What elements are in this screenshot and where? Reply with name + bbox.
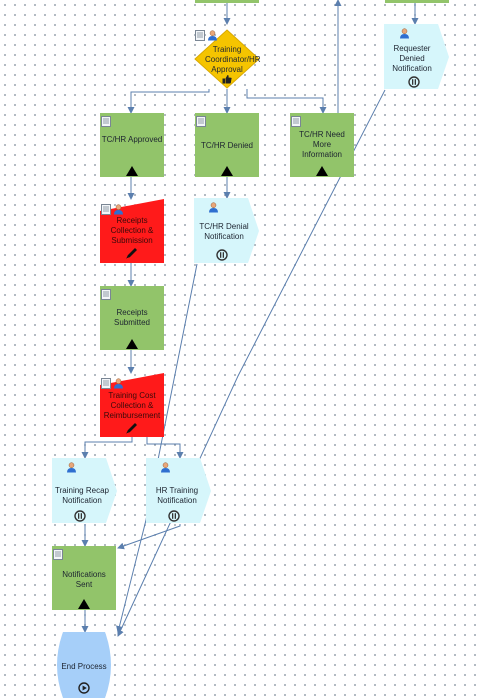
pause-icon <box>168 509 180 527</box>
triangle-icon <box>126 336 138 354</box>
node-label: Training Cost Collection & Reimbursement <box>103 391 161 420</box>
pencil-icon <box>125 246 139 264</box>
connector <box>117 89 386 637</box>
user-icon <box>399 26 410 39</box>
node-receipts-submitted[interactable]: Receipts Submitted <box>100 286 164 350</box>
node-receipts-collection-submission[interactable]: Receipts Collection & Submission <box>100 199 164 263</box>
pencil-icon <box>125 421 139 439</box>
document-icon <box>101 114 111 127</box>
triangle-icon <box>221 163 233 181</box>
document-icon <box>291 114 301 127</box>
document-icon <box>195 28 205 41</box>
play-icon <box>78 681 90 699</box>
user-icon <box>208 200 219 213</box>
node-tc-hr-need-more-information[interactable]: TC/HR Need More Information <box>290 113 354 177</box>
connector <box>246 89 327 114</box>
node-tc-hr-approved[interactable]: TC/HR Approved <box>100 113 164 177</box>
node-label: TC/HR Denial Notification <box>199 222 249 241</box>
node-label: HR Training Notification <box>155 486 199 505</box>
offscreen-event-stub <box>195 0 259 3</box>
user-icon <box>207 28 218 41</box>
node-label: Training Recap Notification <box>55 486 109 505</box>
node-label: Receipts Collection & Submission <box>110 216 154 245</box>
node-label: Notifications Sent <box>62 570 106 589</box>
pause-icon <box>74 509 86 527</box>
document-icon <box>196 114 206 127</box>
user-icon <box>66 460 77 473</box>
node-tc-hr-denied[interactable]: TC/HR Denied <box>195 113 259 177</box>
document-icon <box>101 287 111 300</box>
node-label: End Process <box>61 662 107 671</box>
node-tc-hr-denial-notification[interactable]: TC/HR Denial Notification <box>194 198 260 264</box>
pause-icon <box>408 75 420 93</box>
node-label: Receipts Submitted <box>113 308 151 327</box>
node-label: Requester Denied Notification <box>392 44 432 73</box>
triangle-icon <box>78 596 90 614</box>
user-icon <box>113 202 124 215</box>
thumbs-up-icon <box>222 71 232 89</box>
node-training-recap-notification[interactable]: Training Recap Notification <box>52 458 118 524</box>
user-icon <box>160 460 171 473</box>
node-requester-denied-notification[interactable]: Requester Denied Notification <box>384 24 450 90</box>
document-icon <box>101 202 111 215</box>
node-hr-training-notification[interactable]: HR Training Notification <box>146 458 212 524</box>
node-training-cost-collection-reimbursement[interactable]: Training Cost Collection & Reimbursement <box>100 373 164 437</box>
node-training-coordinator-hr-approval[interactable]: Training Coordinator/HR Approval <box>193 28 261 90</box>
connector <box>127 89 210 114</box>
connector <box>81 437 133 459</box>
pause-icon <box>216 248 228 266</box>
node-label: Training Coordinator/HR Approval <box>205 45 261 74</box>
node-label: TC/HR Denied <box>200 141 253 150</box>
node-notifications-sent[interactable]: Notifications Sent <box>52 546 116 610</box>
triangle-icon <box>126 163 138 181</box>
node-end-process[interactable]: End Process <box>51 632 117 698</box>
offscreen-event-stub <box>385 0 449 3</box>
triangle-icon <box>316 163 328 181</box>
user-icon <box>113 376 124 389</box>
connector <box>146 437 184 459</box>
node-label: TC/HR Approved <box>101 135 163 144</box>
connector <box>117 524 181 550</box>
document-icon <box>101 376 111 389</box>
document-icon <box>53 547 63 560</box>
node-label: TC/HR Need More Information <box>299 130 345 159</box>
